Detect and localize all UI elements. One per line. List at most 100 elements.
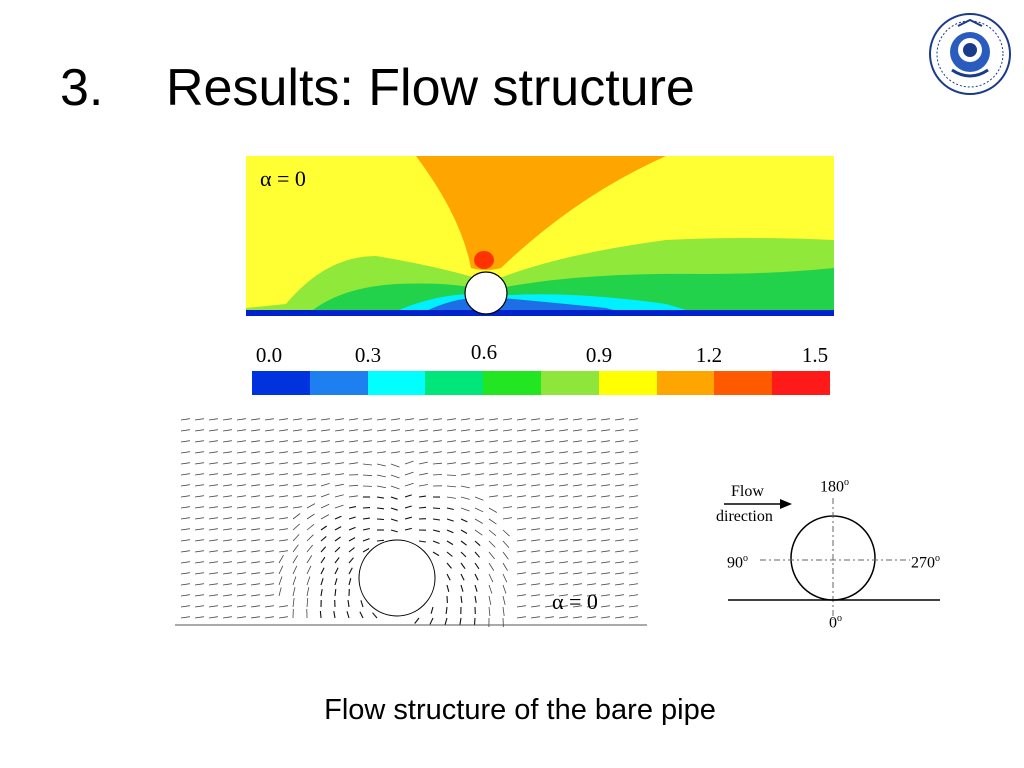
vector-arrow: [390, 418, 400, 421]
vector-arrow: [236, 473, 246, 476]
vector-arrow: [194, 583, 204, 586]
vector-arrow: [628, 506, 638, 509]
vector-arrow: [180, 473, 190, 476]
vector-arrow: [334, 567, 339, 575]
vector-arrow: [544, 539, 554, 542]
vector-arrow: [530, 561, 540, 564]
vector-arrow: [236, 484, 246, 487]
vector-arrow: [306, 555, 313, 564]
vector-arrow: [194, 462, 204, 465]
vector-arrow: [628, 583, 638, 586]
vector-arrow: [600, 517, 610, 520]
vector-arrow: [250, 418, 260, 421]
vector-arrow: [446, 496, 456, 499]
vector-arrow: [404, 505, 412, 509]
vector-arrow: [628, 418, 638, 421]
vector-arrow: [614, 484, 624, 487]
vector-arrow: [194, 506, 204, 509]
vector-arrow: [600, 528, 610, 531]
vector-arrow: [572, 539, 582, 542]
vector-arrow: [404, 494, 412, 498]
vector-arrow: [306, 565, 312, 575]
vector-arrow: [194, 451, 204, 454]
vector-arrow: [544, 451, 554, 454]
vector-arrow: [488, 473, 498, 476]
vector-arrow: [208, 528, 218, 531]
vector-arrow: [600, 539, 610, 542]
figure-caption: Flow structure of the bare pipe: [324, 694, 716, 726]
vector-arrow: [376, 518, 385, 521]
vector-arrow: [430, 606, 434, 614]
vector-arrow: [320, 556, 326, 564]
vector-arrow: [488, 451, 498, 454]
vector-arrow: [222, 451, 232, 454]
vector-arrow: [292, 495, 302, 498]
vector-arrow: [572, 429, 582, 432]
vector-arrow: [180, 440, 190, 443]
vector-arrow: [180, 429, 190, 432]
vector-arrow: [446, 562, 452, 569]
vector-arrow: [460, 485, 470, 489]
vector-arrow: [446, 474, 457, 476]
vector-arrow: [488, 551, 495, 560]
vector-arrow: [390, 463, 400, 468]
vector-arrow: [222, 572, 232, 575]
vector-arrow: [222, 484, 232, 487]
vector-arrow: [558, 506, 568, 509]
vector-arrow: [320, 451, 330, 454]
university-logo: [929, 13, 1011, 95]
vector-arrow: [194, 418, 204, 421]
vector-arrow: [516, 451, 526, 454]
vector-arrow: [628, 528, 638, 531]
vector-arrow: [446, 485, 457, 488]
vector-arrow: [180, 484, 190, 487]
vector-arrow: [488, 507, 497, 513]
vector-arrow: [418, 495, 426, 498]
vector-arrow: [250, 572, 260, 575]
vector-arrow: [222, 495, 232, 498]
colorbar-segment: [656, 371, 715, 395]
vector-arrow: [390, 474, 400, 479]
vector-arrow: [614, 506, 624, 509]
vector-arrow: [572, 440, 582, 443]
vector-arrow: [432, 507, 441, 510]
vector-arrow: [222, 517, 232, 520]
vector-arrow: [628, 561, 638, 564]
vector-arrow: [390, 429, 400, 432]
vector-arrow: [320, 493, 330, 498]
colorbar-tick: 1.2: [695, 343, 723, 367]
vector-arrow: [362, 429, 372, 432]
angle-label-270: 270o: [911, 553, 940, 572]
vector-arrow: [320, 514, 330, 520]
vector-arrow: [362, 474, 373, 477]
vector-arrow: [572, 462, 582, 465]
vector-arrow: [292, 587, 296, 597]
vector-arrow: [432, 551, 440, 557]
vector-arrow: [376, 539, 385, 542]
vector-arrow: [320, 429, 330, 432]
vector-arrow: [558, 539, 568, 542]
vector-arrow: [208, 594, 218, 597]
vector-arrow: [530, 550, 540, 553]
vector-arrow: [306, 451, 316, 454]
vector-arrow: [208, 572, 218, 575]
vector-arrow: [278, 528, 288, 531]
vector-arrow: [376, 507, 384, 510]
vector-arrow: [488, 540, 496, 548]
vector-arrow: [558, 517, 568, 520]
vector-arrow: [334, 462, 344, 465]
vector-arrow: [628, 616, 638, 619]
vector-arrow: [236, 539, 246, 542]
vector-arrow: [502, 429, 512, 432]
vector-arrow: [278, 473, 288, 476]
vector-arrow: [278, 429, 288, 432]
vector-arrow: [474, 529, 483, 536]
vector-arrow: [474, 562, 480, 570]
vector-arrow: [334, 546, 341, 553]
vector-arrow: [334, 536, 341, 542]
vector-arrow: [222, 605, 232, 608]
vector-arrow: [628, 473, 638, 476]
vector-arrow: [292, 513, 301, 520]
vector-arrow: [347, 600, 350, 608]
vector-arrow: [432, 529, 440, 533]
